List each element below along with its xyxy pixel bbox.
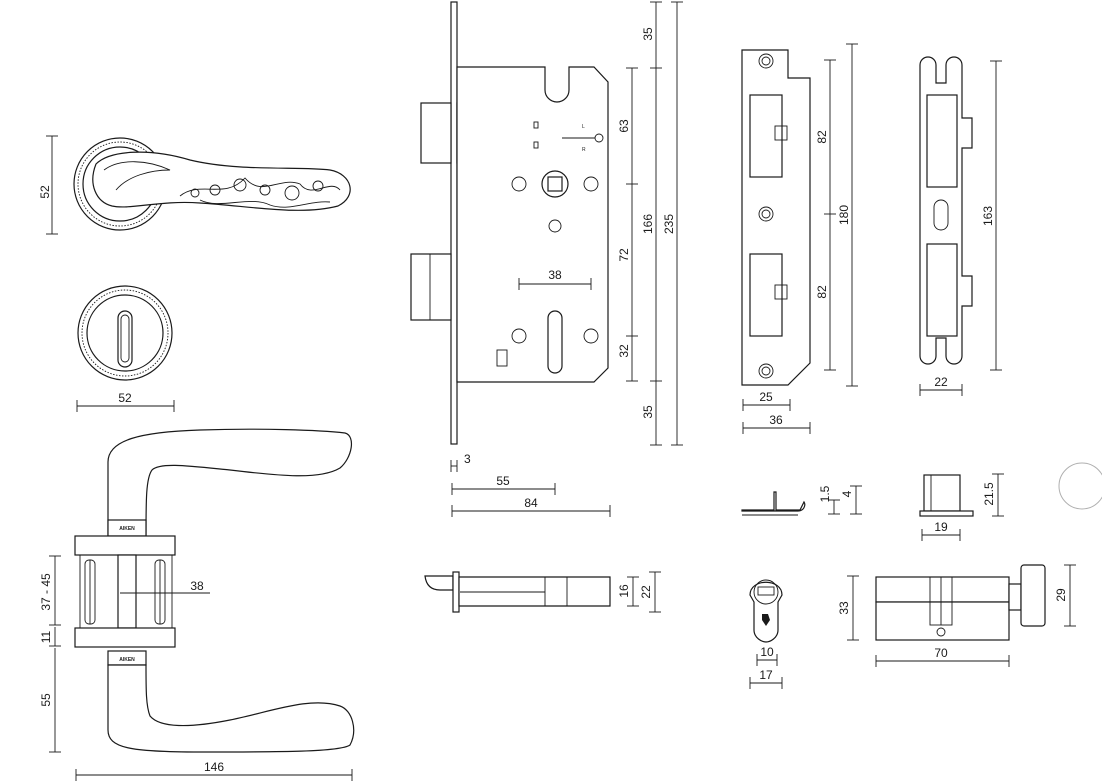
edge-circle <box>1058 462 1102 510</box>
latch-height-label: 16 <box>617 584 631 598</box>
screw-posts <box>84 559 166 625</box>
escutcheon-width-label: 52 <box>118 391 132 405</box>
dim-profile: 10 17 <box>749 645 783 689</box>
dim-door-thickness: 37 - 45 <box>39 555 61 626</box>
faceplate-thickness-label: 3 <box>464 452 471 466</box>
strike-upper-label: 82 <box>815 130 829 144</box>
strip-width-label: 22 <box>934 375 948 389</box>
dim-strip: 163 22 <box>919 60 1002 396</box>
dim-lip: 1.5 4 <box>818 485 862 515</box>
dim-lock-center: 38 <box>518 268 592 290</box>
dim-lock-vertical: 63 72 32 35 166 35 235 <box>617 1 683 446</box>
strike-strip-view <box>919 56 973 365</box>
brand-mark-bottom: AIKEN <box>119 657 135 663</box>
spindle-offset-label: 38 <box>190 579 204 593</box>
profile-width-label: 17 <box>759 668 773 682</box>
box-height-label: 21.5 <box>982 482 996 506</box>
rose-thickness-label: 11 <box>39 630 53 643</box>
latch-face-label: 22 <box>639 585 653 599</box>
lock-inner-label: 166 <box>641 214 655 234</box>
lock-center-label: 38 <box>548 268 562 282</box>
lock-bottom-margin-label: 35 <box>641 405 655 419</box>
direction-right: R <box>582 147 586 153</box>
brand-mark-top: AIKEN <box>119 526 135 532</box>
handle-side-view: AIKEN AIKEN <box>74 428 355 753</box>
dim-lock-horizontal: 3 55 84 <box>450 452 611 517</box>
rose-handle-view <box>73 137 351 231</box>
mortise-lock-body: L R <box>410 1 609 445</box>
door-thickness-label: 37 - 45 <box>39 573 53 611</box>
strike-plate-view <box>741 49 811 386</box>
cylinder-height-label: 33 <box>837 601 851 615</box>
lock-total-label: 235 <box>662 214 676 234</box>
dim-rose-height: 52 <box>38 135 58 235</box>
escutcheon-view <box>77 285 173 381</box>
lip-thickness-label: 1.5 <box>818 485 832 502</box>
cam-width-label: 10 <box>760 645 774 659</box>
box-width-label: 19 <box>934 520 948 534</box>
floral-ornament <box>179 177 341 208</box>
direction-left: L <box>582 124 585 130</box>
dim-escutcheon-width: 52 <box>76 391 175 412</box>
backset-label: 55 <box>496 474 510 488</box>
dim-box: 21.5 19 <box>921 473 1004 541</box>
lock-middle-label: 72 <box>617 248 631 262</box>
dim-strike: 82 82 180 25 36 <box>742 43 858 434</box>
rose-height-label: 52 <box>38 185 52 199</box>
dim-handle-height: 55 <box>39 648 61 753</box>
handle-height-label: 55 <box>39 693 53 707</box>
strip-height-label: 163 <box>981 206 995 226</box>
dim-cylinder: 33 70 29 <box>837 564 1076 667</box>
cylinder-length-label: 70 <box>934 646 948 660</box>
cylinder-side-view <box>875 564 1046 641</box>
handle-length-label: 146 <box>204 760 224 774</box>
case-depth-label: 84 <box>524 496 538 510</box>
strike-width-label: 36 <box>769 413 783 427</box>
strike-inner-width-label: 25 <box>759 390 773 404</box>
knob-height-label: 29 <box>1054 588 1068 602</box>
lip-height-label: 4 <box>840 490 854 497</box>
strike-lip-view <box>741 491 806 516</box>
lock-upper-label: 63 <box>617 119 631 133</box>
cylinder-profile-view <box>749 579 783 643</box>
latch-view <box>424 571 611 613</box>
lock-lower-label: 32 <box>617 344 631 358</box>
strike-total-label: 180 <box>837 205 851 225</box>
dim-rose-thickness: 11 <box>39 627 61 647</box>
dim-latch: 16 22 <box>617 571 661 613</box>
strike-lower-label: 82 <box>815 285 829 299</box>
dim-spindle-offset: 38 <box>190 579 204 593</box>
lock-top-margin-label: 35 <box>641 27 655 41</box>
dim-handle-length: 146 <box>75 760 353 781</box>
strike-box-view <box>919 474 974 517</box>
